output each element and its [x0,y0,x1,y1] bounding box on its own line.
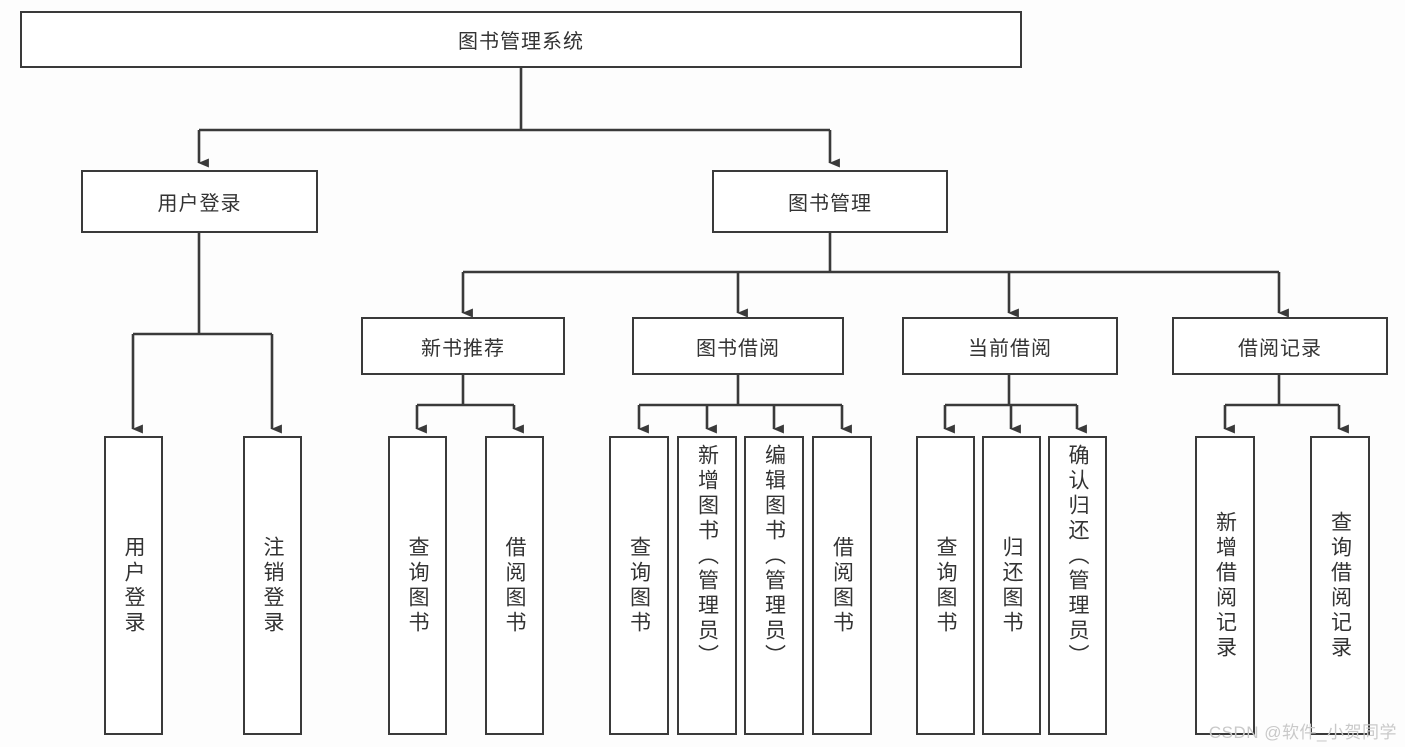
leaf-book-borrow-borrow[interactable]: 借阅图书 [812,436,872,735]
node-root[interactable]: 图书管理系统 [20,11,1022,68]
leaf-user-login-logout[interactable]: 注销登录 [243,436,302,735]
leaf-label: 查询图书 [627,535,651,636]
node-current-borrow[interactable]: 当前借阅 [902,317,1118,375]
node-borrow-record-label: 借阅记录 [1238,337,1322,360]
watermark-text: CSDN @软件_小贺同学 [1208,723,1397,742]
leaf-label: 注销登录 [261,535,284,636]
node-root-label: 图书管理系统 [458,31,584,53]
node-book-management-label: 图书管理 [788,193,872,215]
leaf-current-borrow-query[interactable]: 查询图书 [916,436,975,735]
leaf-label: 新增图书（管理员） [695,444,719,669]
leaf-book-borrow-query[interactable]: 查询图书 [609,436,669,735]
node-borrow-record[interactable]: 借阅记录 [1172,317,1388,375]
leaf-label: 归还图书 [1000,535,1023,636]
node-book-borrow[interactable]: 图书借阅 [632,317,844,375]
leaf-label: 查询借阅记录 [1328,510,1352,661]
leaf-label: 借阅图书 [503,535,526,636]
leaf-borrow-record-query[interactable]: 查询借阅记录 [1310,436,1370,735]
leaf-label: 查询图书 [934,535,957,636]
leaf-label: 查询图书 [406,535,429,636]
node-user-login[interactable]: 用户登录 [81,170,318,233]
leaf-label: 借阅图书 [830,535,854,636]
leaf-book-borrow-edit[interactable]: 编辑图书（管理员） [744,436,804,735]
leaf-label: 新增借阅记录 [1213,510,1237,661]
leaf-label: 用户登录 [122,535,145,636]
leaf-borrow-record-add[interactable]: 新增借阅记录 [1195,436,1255,735]
leaf-book-borrow-add[interactable]: 新增图书（管理员） [677,436,737,735]
node-book-management[interactable]: 图书管理 [712,170,948,233]
node-current-borrow-label: 当前借阅 [968,337,1052,360]
node-new-book-recommend-label: 新书推荐 [421,337,505,360]
leaf-new-book-query[interactable]: 查询图书 [388,436,447,735]
leaf-current-borrow-confirm[interactable]: 确认归还（管理员） [1048,436,1107,735]
leaf-user-login-login[interactable]: 用户登录 [104,436,163,735]
leaf-label: 编辑图书（管理员） [762,444,786,669]
leaf-new-book-borrow[interactable]: 借阅图书 [485,436,544,735]
node-user-login-label: 用户登录 [157,193,242,215]
node-book-borrow-label: 图书借阅 [696,337,780,360]
node-new-book-recommend[interactable]: 新书推荐 [361,317,565,375]
leaf-current-borrow-return[interactable]: 归还图书 [982,436,1041,735]
leaf-label: 确认归还（管理员） [1066,444,1089,669]
